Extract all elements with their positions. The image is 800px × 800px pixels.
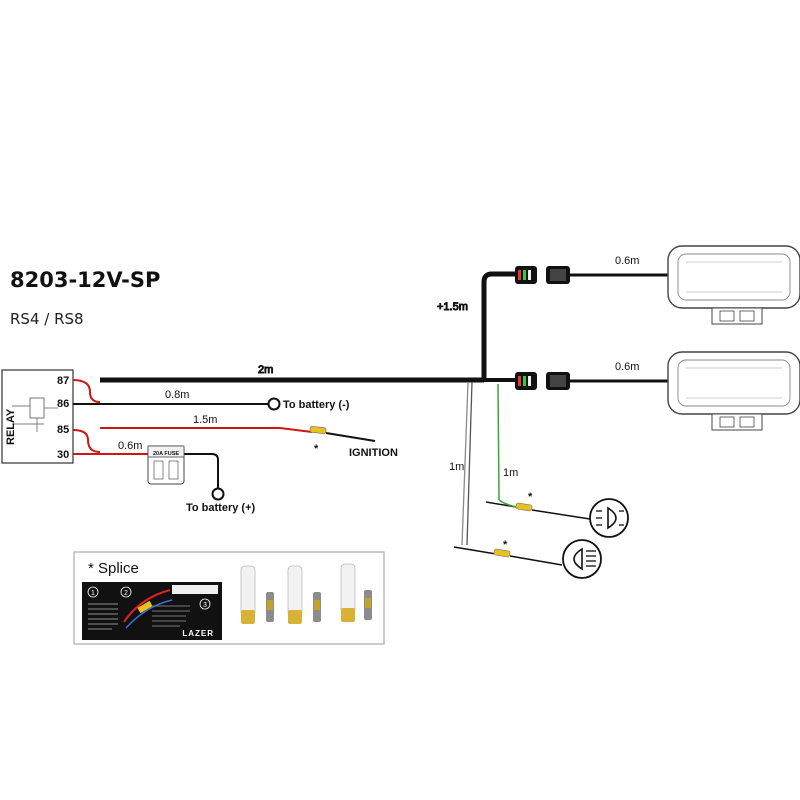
ground-wire: 0.8m To battery (-) bbox=[100, 389, 350, 411]
ignition-wire: 1.5m * IGNITION bbox=[100, 414, 398, 459]
splice-legend: * Splice 1 2 3 LAZER bbox=[73, 551, 385, 645]
lamp-bottom-length-label: 0.6m bbox=[615, 361, 639, 373]
relay-pin-86: 86 bbox=[57, 398, 69, 410]
headlight-splice-marker: * bbox=[503, 539, 508, 551]
fuse-length-label: 0.6m bbox=[118, 440, 142, 452]
ignition-length-label: 1.5m bbox=[193, 414, 217, 426]
lamp-bottom bbox=[667, 351, 800, 431]
switch-green-length-label: 1m bbox=[503, 467, 518, 479]
diagram-title: 8203-12V-SP bbox=[10, 268, 161, 292]
diagram-subtitle: RS4 / RS8 bbox=[10, 310, 84, 328]
main-harness: 2m +1.5m bbox=[100, 271, 517, 383]
headlight-icon bbox=[562, 539, 602, 579]
ignition-label: IGNITION bbox=[349, 447, 398, 459]
battery-neg-label: To battery (-) bbox=[283, 399, 350, 411]
lamp-top bbox=[667, 245, 800, 325]
splice-step-3: 3 bbox=[203, 602, 207, 609]
headlight-switch-wire: * bbox=[453, 539, 563, 566]
splice-step-2: 2 bbox=[124, 590, 128, 597]
switch-grey-length-label: 1m bbox=[449, 461, 464, 473]
battery-pos-label: To battery (+) bbox=[186, 502, 256, 514]
relay-pin-30: 30 bbox=[57, 449, 69, 461]
relay: RELAY 87 86 85 30 bbox=[1, 369, 74, 464]
main-length-label: 2m bbox=[258, 364, 273, 376]
splice-connector-2 bbox=[287, 565, 321, 624]
relay-pin-wires bbox=[72, 379, 101, 455]
splice-connector-1 bbox=[240, 565, 274, 624]
fog-switch-wire: * bbox=[485, 491, 591, 520]
fog-splice-marker: * bbox=[528, 491, 533, 503]
ground-length-label: 0.8m bbox=[165, 389, 189, 401]
splice-legend-title: * Splice bbox=[88, 560, 139, 577]
relay-pin-85: 85 bbox=[57, 424, 69, 436]
fog-light-icon bbox=[589, 498, 629, 538]
lazer-logo: LAZER bbox=[182, 629, 214, 638]
fuse-wire: 0.6m To battery (+) bbox=[100, 440, 256, 514]
switch-wires: 1m 1m bbox=[449, 381, 518, 546]
splice-instruction-card: 1 2 3 LAZER bbox=[82, 582, 222, 640]
fuse-label: 20A FUSE bbox=[153, 451, 179, 457]
connector-bottom: 0.6m bbox=[515, 361, 668, 390]
fuse-holder: 20A FUSE bbox=[147, 445, 185, 485]
relay-pin-87: 87 bbox=[57, 375, 69, 387]
lamp-top-length-label: 0.6m bbox=[615, 255, 639, 267]
relay-label: RELAY bbox=[5, 408, 17, 445]
connector-top: 0.6m bbox=[515, 255, 668, 284]
upper-branch-length-label: +1.5m bbox=[437, 301, 468, 313]
splice-step-1: 1 bbox=[91, 590, 95, 597]
splice-connector-3 bbox=[340, 563, 372, 622]
ignition-splice-marker: * bbox=[314, 443, 319, 455]
